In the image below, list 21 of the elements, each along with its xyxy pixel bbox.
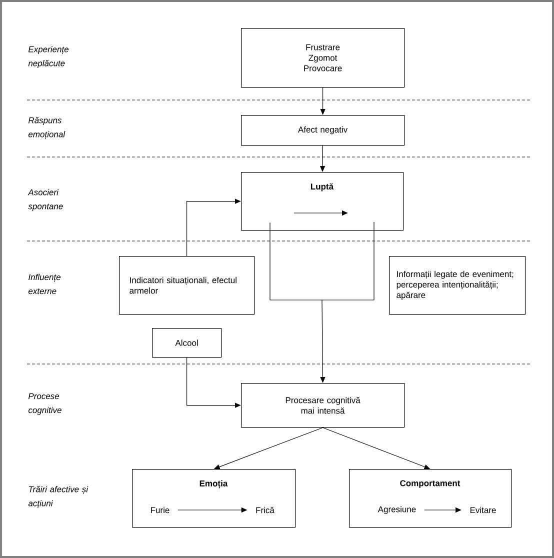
arrow [186,198,241,256]
lane-label: Trăiri afective și acțiuni [28,486,88,508]
state-label: Agresiune [378,506,416,514]
process-box: Informații legate de eveniment; perceperea intenționalității; apărare [389,256,526,315]
lane-label: Influențe externe [28,274,60,294]
process-box: Frustrare Zgomot Provocare [241,28,405,88]
arrow [186,357,241,408]
lane-label: Experiențe neplăcute [28,46,68,68]
lane-label: Procese cognitive [28,393,62,415]
process-box: Afect negativ [241,115,405,146]
lane-label: Asocieri spontane [28,189,63,211]
process-box: Procesare cognitivă mai intensă [241,383,405,428]
lane-label: Răspuns emoțional [28,116,66,140]
state-label: Evitare [470,506,496,514]
arrow [320,87,326,115]
state-label: Frică [256,506,274,514]
process-box: Alcool [152,328,222,358]
arrow [270,222,326,383]
process-box: Luptă [241,172,404,231]
state-label: Furie [151,506,170,514]
process-box: Indicatori situaționali, efectul armelor [119,256,255,315]
